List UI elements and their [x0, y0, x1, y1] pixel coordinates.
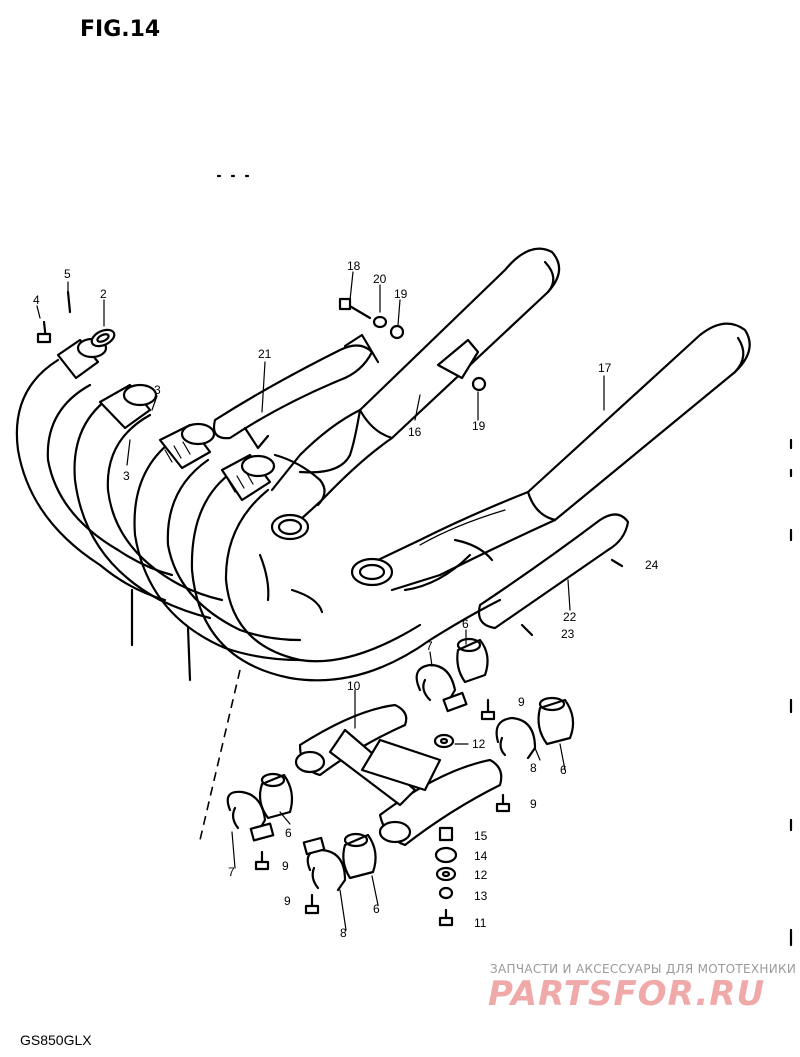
washer-12-upper [433, 733, 455, 749]
callout-8-bottom: 8 [340, 926, 347, 940]
callout-9-left: 9 [282, 859, 289, 873]
bolt-9-b [495, 793, 511, 813]
callout-14: 14 [474, 849, 488, 863]
flange-3 [158, 422, 216, 470]
balance-pipe-10 [294, 703, 503, 847]
watermark-logo: PARTSFOR.RU [488, 974, 765, 1014]
leader-lines [36, 271, 605, 931]
watermark: ЗАПЧАСТИ И АКСЕССУАРЫ ДЛЯ МОТОТЕХНИКИ PA… [488, 962, 796, 1014]
callout-9-right: 9 [530, 797, 537, 811]
clamp-7-b [226, 790, 275, 842]
clamp-8-b [302, 836, 347, 892]
heat-cover-21 [212, 333, 380, 450]
callout-17: 17 [598, 361, 612, 375]
callout-2: 2 [100, 287, 107, 301]
flange-2 [98, 383, 158, 430]
clamp-7-a [415, 663, 468, 713]
callout-6-right: 6 [560, 763, 567, 777]
callout-5: 5 [64, 267, 71, 281]
callout-18: 18 [347, 259, 361, 273]
callout-8-right: 8 [530, 761, 537, 775]
washer-12-lower [435, 866, 457, 882]
callout-11: 11 [474, 916, 487, 930]
cushion-14 [434, 846, 458, 864]
nut-19-upper [389, 324, 405, 340]
callout-23: 23 [561, 627, 575, 641]
callout-7-top: 7 [426, 639, 433, 653]
nut-19-lower [471, 376, 487, 392]
muffler-17 [350, 322, 751, 592]
callout-3-lower: 3 [123, 469, 130, 483]
callout-19-lower: 19 [472, 419, 486, 433]
sleeve-6-b [537, 696, 575, 746]
nut-15 [438, 826, 454, 842]
watermark-tagline: ЗАПЧАСТИ И АКСЕССУАРЫ ДЛЯ МОТОТЕХНИКИ [490, 962, 796, 976]
callout-12-lower: 12 [474, 868, 488, 882]
clamp-8-a [495, 716, 537, 760]
callout-12-upper: 12 [472, 737, 486, 751]
callout-9-top: 9 [518, 695, 525, 709]
bolt-11 [438, 908, 454, 927]
bolt-9-a [480, 698, 496, 721]
heat-cover-22 [477, 513, 630, 630]
callout-6-top: 6 [462, 617, 469, 631]
nut-4 [36, 320, 52, 344]
sleeve-6-c [258, 772, 294, 820]
callout-24: 24 [645, 558, 659, 572]
callout-3-upper: 3 [154, 383, 161, 397]
bolt-9-d [304, 893, 320, 915]
callout-labels: 5 4 2 3 3 18 20 19 21 16 17 19 24 22 23 … [33, 259, 659, 940]
callout-9-bottom: 9 [284, 894, 291, 908]
screw-23 [520, 623, 534, 637]
flange-4 [220, 453, 276, 502]
callout-15: 15 [474, 829, 488, 843]
callout-6-bottom: 6 [373, 902, 380, 916]
washer-20 [372, 315, 388, 329]
sleeve-6-d [342, 832, 377, 880]
figure-title: FIG.14 [80, 17, 160, 42]
callout-21: 21 [258, 347, 272, 361]
bolt-18 [338, 297, 372, 320]
model-code: GS850GLX [20, 1032, 92, 1048]
bolt-9-c [254, 850, 270, 871]
callout-6-left: 6 [285, 826, 292, 840]
stud-5 [66, 290, 72, 314]
callout-19-upper: 19 [394, 287, 408, 301]
callout-16: 16 [408, 425, 422, 439]
callout-7-left: 7 [228, 865, 235, 879]
callout-13: 13 [474, 889, 488, 903]
callout-10: 10 [347, 679, 361, 693]
scan-edge-marks [216, 174, 793, 947]
muffler-16 [270, 247, 561, 541]
exhaust-pipes-1 [15, 358, 502, 841]
sleeve-6-a [456, 637, 489, 684]
callout-4: 4 [33, 293, 40, 307]
callout-20: 20 [373, 272, 387, 286]
screw-24 [610, 558, 624, 568]
washer-13 [438, 886, 454, 900]
callout-22: 22 [563, 610, 577, 624]
gasket-2 [90, 328, 116, 348]
